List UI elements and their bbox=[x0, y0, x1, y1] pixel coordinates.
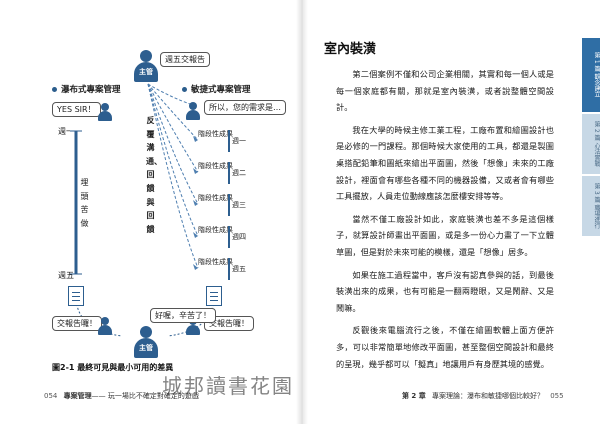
agile-team-figure bbox=[186, 102, 200, 120]
right-footer-title: 專案理論：瀑布和敏捷哪個比較好？ bbox=[431, 392, 544, 400]
left-footer-subtitle: —— 玩一場比不確定對確定的遊戲 bbox=[91, 392, 199, 400]
agile-week: 週一 bbox=[228, 130, 246, 152]
stage-label: 階段性成果 bbox=[198, 258, 233, 266]
boss-bottom-speech: 好喔，辛苦了！ bbox=[150, 308, 216, 324]
stage-label: 階段性成果 bbox=[198, 226, 233, 234]
boss-top-label: 主管 bbox=[134, 62, 158, 82]
boss-top-figure: 主管 bbox=[134, 50, 158, 82]
right-page-number: 055 bbox=[550, 392, 564, 400]
left-footer: 054 專案管理—— 玩一場比不確定對確定的遊戲 bbox=[44, 391, 199, 401]
watermark: 城邦讀書花園 bbox=[162, 374, 294, 398]
waterfall-yes-speech: YES SIR！ bbox=[52, 102, 101, 118]
waterfall-team-figure bbox=[98, 103, 112, 121]
stage-label: 階段性成果 bbox=[198, 162, 233, 170]
left-page-number: 054 bbox=[44, 392, 58, 400]
agile-week: 週四 bbox=[228, 226, 246, 248]
boss-bottom-figure: 主管 bbox=[134, 326, 158, 358]
document-icon bbox=[68, 286, 84, 306]
stage-label: 階段性成果 bbox=[198, 194, 233, 202]
paragraph: 如果在施工過程當中，客戶沒有認真參與的話，到最後裝潢出來的成果，也有可能是一翻兩… bbox=[336, 269, 554, 313]
tab-part-2[interactable]: 第 2 篇 心法實戰 bbox=[582, 114, 600, 174]
agile-week: 週三 bbox=[228, 194, 246, 216]
document-icon bbox=[206, 286, 222, 306]
left-footer-title: 專案管理 bbox=[63, 392, 92, 400]
waterfall-deliver-figure bbox=[98, 317, 112, 335]
figure-caption: 圖2-1 最終可見與最小可用的差異 bbox=[52, 363, 174, 372]
bullet-icon bbox=[182, 87, 187, 92]
waterfall-vertical-text: 埋頭苦做 bbox=[80, 178, 89, 228]
waterfall-deliver-speech: 交報告囉！ bbox=[52, 316, 102, 332]
body-text: 第二個案例不僅和公司企業相關，其實和每一個人或是每一個家庭都有關，那就是室內裝潢… bbox=[336, 66, 554, 378]
right-footer: 第 2 章 專案理論：瀑布和敏捷哪個比較好？ 055 bbox=[402, 391, 564, 401]
waterfall-title: 瀑布式專案管理 bbox=[52, 86, 121, 95]
section-tabs: 第 1 篇 觀念建立 第 2 篇 心法實戰 第 3 篇 職場進行 bbox=[582, 38, 600, 238]
tab-part-1[interactable]: 第 1 篇 觀念建立 bbox=[582, 38, 600, 112]
agile-question-speech: 所以，您的需求是… bbox=[204, 100, 286, 116]
agile-vertical-text: 反覆溝通、回饋與回饋 bbox=[146, 116, 162, 234]
book-gutter bbox=[296, 0, 308, 424]
agile-deliver-speech: 交報告囉！ bbox=[204, 316, 254, 332]
tab-part-3[interactable]: 第 3 篇 職場進行 bbox=[582, 176, 600, 236]
bullet-icon bbox=[52, 87, 57, 92]
waterfall-week-start: 週一 bbox=[58, 127, 74, 136]
paragraph: 反觀後來電腦流行之後，不僅在繪圖軟體上面方便許多，可以非常簡單地修改平面圖，甚至… bbox=[336, 325, 554, 369]
agile-title: 敏捷式專案管理 bbox=[182, 86, 251, 95]
waterfall-week-end: 週五 bbox=[58, 271, 74, 280]
paragraph: 我在大學的時候主修工業工程，工廠布置和繪圖設計也是必修的一門課程。那個時候大家使… bbox=[336, 124, 554, 202]
section-heading: 室內裝潢 bbox=[324, 42, 377, 57]
stage-label: 階段性成果 bbox=[198, 130, 233, 138]
boss-top-speech: 週五交報告 bbox=[160, 52, 210, 68]
paragraph: 第二個案例不僅和公司企業相關，其實和每一個人或是每一個家庭都有關，那就是室內裝潢… bbox=[336, 69, 554, 113]
boss-bottom-label: 主管 bbox=[134, 338, 158, 358]
agile-week: 週五 bbox=[228, 258, 246, 280]
paragraph: 當然不僅工廠設計如此，家庭裝潢也差不多是這個樣子，就算設計師畫出平面圖，或是多一… bbox=[336, 213, 554, 257]
agile-week: 週二 bbox=[228, 162, 246, 184]
right-footer-chapter: 第 2 章 bbox=[402, 392, 426, 400]
